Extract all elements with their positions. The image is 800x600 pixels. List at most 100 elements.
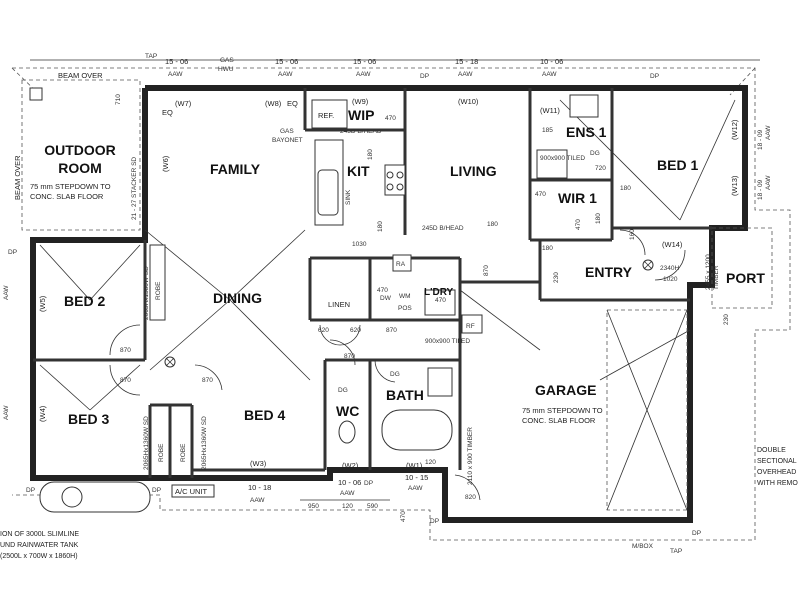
- dp-label: DP: [364, 480, 373, 487]
- outdoor-note: 75 mm STEPDOWN TO: [30, 182, 111, 191]
- room-label-wip: WIP: [348, 107, 374, 123]
- wm-label: WM: [399, 293, 411, 300]
- dim-590: 590: [367, 503, 378, 510]
- dp-label: DP: [692, 530, 701, 537]
- dim-470: 470: [377, 287, 388, 294]
- room-label-living: LIVING: [450, 163, 497, 179]
- dim-950: 950: [308, 503, 319, 510]
- room-label-port: PORT: [726, 270, 765, 286]
- dp-label: DP: [8, 249, 17, 256]
- window-label: (W3): [250, 459, 267, 468]
- dim-180: 180: [367, 149, 374, 160]
- tiled-label: 900x900 TILED: [425, 338, 470, 345]
- dim-180: 180: [620, 185, 631, 192]
- dim-720: 720: [595, 165, 606, 172]
- window-label: (W4): [38, 405, 47, 422]
- dim-bottom: 10 - 15: [405, 473, 428, 482]
- outdoor-room-outline: [21, 79, 141, 231]
- dim-top: 15 - 06: [353, 57, 376, 66]
- smoke-detector-icon: [642, 259, 654, 271]
- dp-label: DP: [420, 73, 429, 80]
- eq-label: EQ: [162, 108, 173, 117]
- door-spec-label: 2065Hx1360W SD: [143, 416, 150, 470]
- garage-door-diagonal: [606, 309, 688, 511]
- tank-note: UND RAINWATER TANK: [0, 542, 79, 549]
- interior-walls: [33, 88, 712, 478]
- bulkhead-label: 245D B/HEAD: [422, 225, 464, 232]
- dim-top: 10 - 06: [540, 57, 563, 66]
- window-label: (W1): [406, 461, 423, 470]
- sink: [317, 169, 339, 216]
- dw-label: DW: [380, 295, 392, 302]
- tap-label: TAP: [670, 548, 682, 555]
- room-label-outdoor-room: OUTDOOR: [44, 142, 116, 158]
- cooktop: [384, 164, 406, 196]
- cooktop-burner: [386, 183, 394, 191]
- dim-870: 870: [386, 327, 397, 334]
- laundry-tub: [424, 289, 456, 316]
- smoke-detector-icon: [164, 356, 176, 368]
- window-label: (W13): [730, 175, 739, 196]
- portico-outline: [711, 227, 773, 309]
- entry-door-spec: 2340H: [660, 265, 679, 272]
- robe-label: ROBE: [180, 443, 187, 462]
- dim-870: 870: [120, 377, 131, 384]
- shower-ens: [536, 149, 568, 179]
- eq-label: EQ: [287, 99, 298, 108]
- room-label-bath: BATH: [386, 387, 424, 403]
- vanity-bath: [427, 367, 453, 397]
- window-label: (W11): [540, 106, 560, 115]
- ac-unit: [171, 484, 215, 498]
- room-label-bed4: BED 4: [244, 407, 285, 423]
- dp-label: DP: [430, 518, 439, 525]
- ra-label: RA: [396, 261, 406, 268]
- window-label: (W10): [458, 97, 479, 106]
- door-spec-label: 2065Hx1360W SD: [201, 416, 208, 470]
- rf-label: RF: [466, 323, 475, 330]
- port-door-spec: TIMBER: [713, 265, 720, 290]
- window-label: (W7): [175, 99, 192, 108]
- timber-door-label: 2110 x 900 TIMBER: [467, 427, 474, 485]
- dim-470: 470: [385, 115, 396, 122]
- dp-label: DP: [152, 487, 161, 494]
- aaw-label: AAW: [765, 175, 772, 190]
- dim-bottom: 10 - 18: [248, 483, 271, 492]
- aaw-label: AAW: [408, 485, 423, 492]
- dim-120: 120: [425, 459, 436, 466]
- aaw-label: AAW: [278, 71, 293, 78]
- dim-120: 120: [342, 503, 353, 510]
- window-label: (W8): [265, 99, 282, 108]
- room-label-wc: WC: [336, 403, 359, 419]
- garage-note: 75 mm STEPDOWN TO: [522, 406, 603, 415]
- window-label: (W2): [342, 461, 359, 470]
- door-swings: [109, 229, 686, 501]
- dim-870: 870: [202, 377, 213, 384]
- dg-label: DG: [338, 387, 348, 394]
- dim-870: 870: [483, 265, 490, 276]
- bath-tub: [381, 409, 453, 451]
- room-label-outdoor-room: ROOM: [58, 160, 102, 176]
- gas-hwu-label: GAS: [220, 57, 234, 64]
- dim-180: 180: [595, 213, 602, 224]
- dim-180: 180: [377, 221, 384, 232]
- gas-hwu-label: HWU: [218, 66, 234, 73]
- rf-box: [461, 314, 483, 334]
- vanity-ens: [569, 94, 599, 118]
- room-label-linen: LINEN: [328, 300, 350, 309]
- window-label: (W6): [161, 155, 170, 172]
- dim-620: 620: [350, 327, 361, 334]
- dim-right: 18 - 09: [757, 179, 764, 200]
- dim-top: 15 - 06: [275, 57, 298, 66]
- dim-right: 18 - 09: [757, 129, 764, 150]
- room-label-wir1: WIR 1: [558, 190, 597, 206]
- dim-470: 470: [575, 219, 582, 230]
- garage-door-note: WITH REMO: [757, 480, 798, 487]
- outdoor-note: CONC. SLAB FLOOR: [30, 192, 104, 201]
- tiled-label: 900x900 TILED: [540, 155, 585, 162]
- room-label-bed2: BED 2: [64, 293, 105, 309]
- port-door-spec: 2455 x 1200: [705, 254, 712, 290]
- roof-lines: [39, 99, 736, 411]
- aaw-label: AAW: [3, 285, 10, 300]
- dim-470: 470: [400, 511, 407, 522]
